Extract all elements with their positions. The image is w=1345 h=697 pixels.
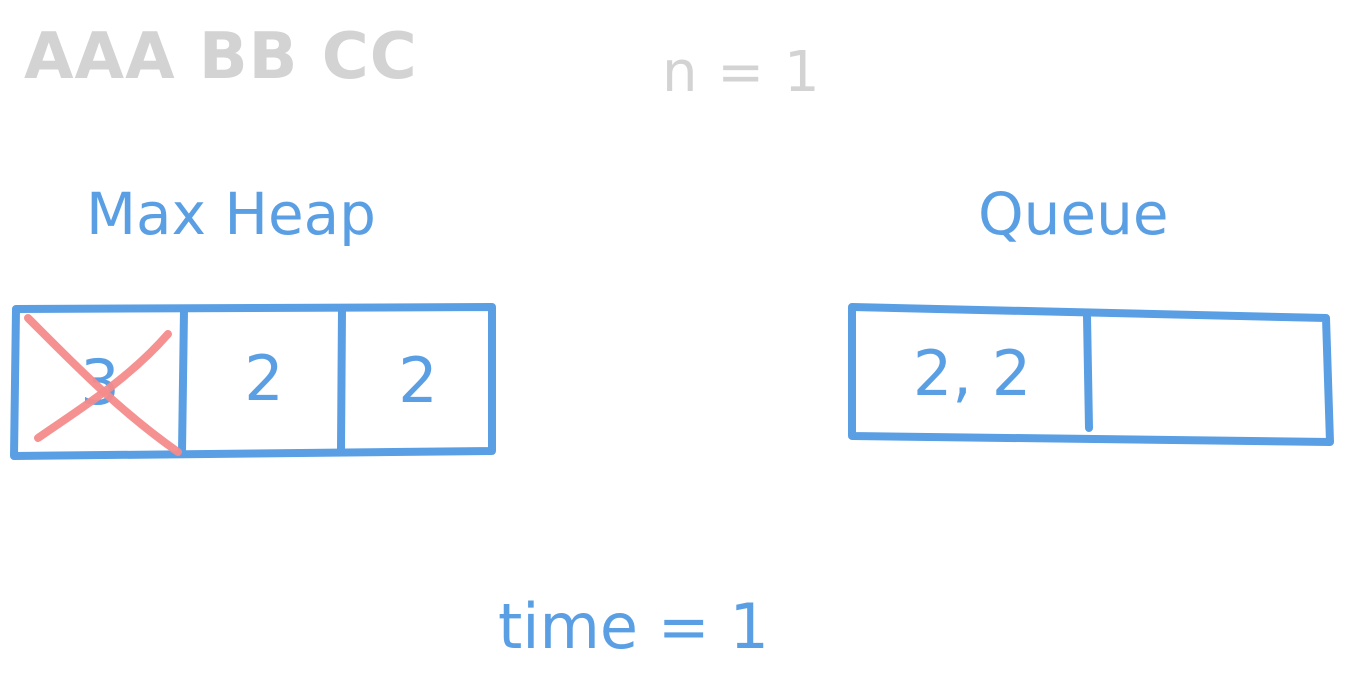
- task-sequence-label: AAA BB CC: [24, 20, 418, 94]
- time-label: time = 1: [498, 590, 769, 663]
- queue-title: Queue: [978, 180, 1169, 248]
- max-heap-title: Max Heap: [86, 180, 376, 248]
- queue-box: 2, 2: [848, 303, 1334, 446]
- heap-cell-1-cross-mark: [24, 314, 182, 456]
- heap-cell-2: 2: [244, 342, 283, 415]
- cooldown-n-label: n = 1: [662, 40, 821, 105]
- queue-cell-1: 2, 2: [913, 337, 1031, 410]
- heap-cell-3: 2: [398, 344, 437, 417]
- max-heap-box: 3 2 2: [10, 303, 496, 460]
